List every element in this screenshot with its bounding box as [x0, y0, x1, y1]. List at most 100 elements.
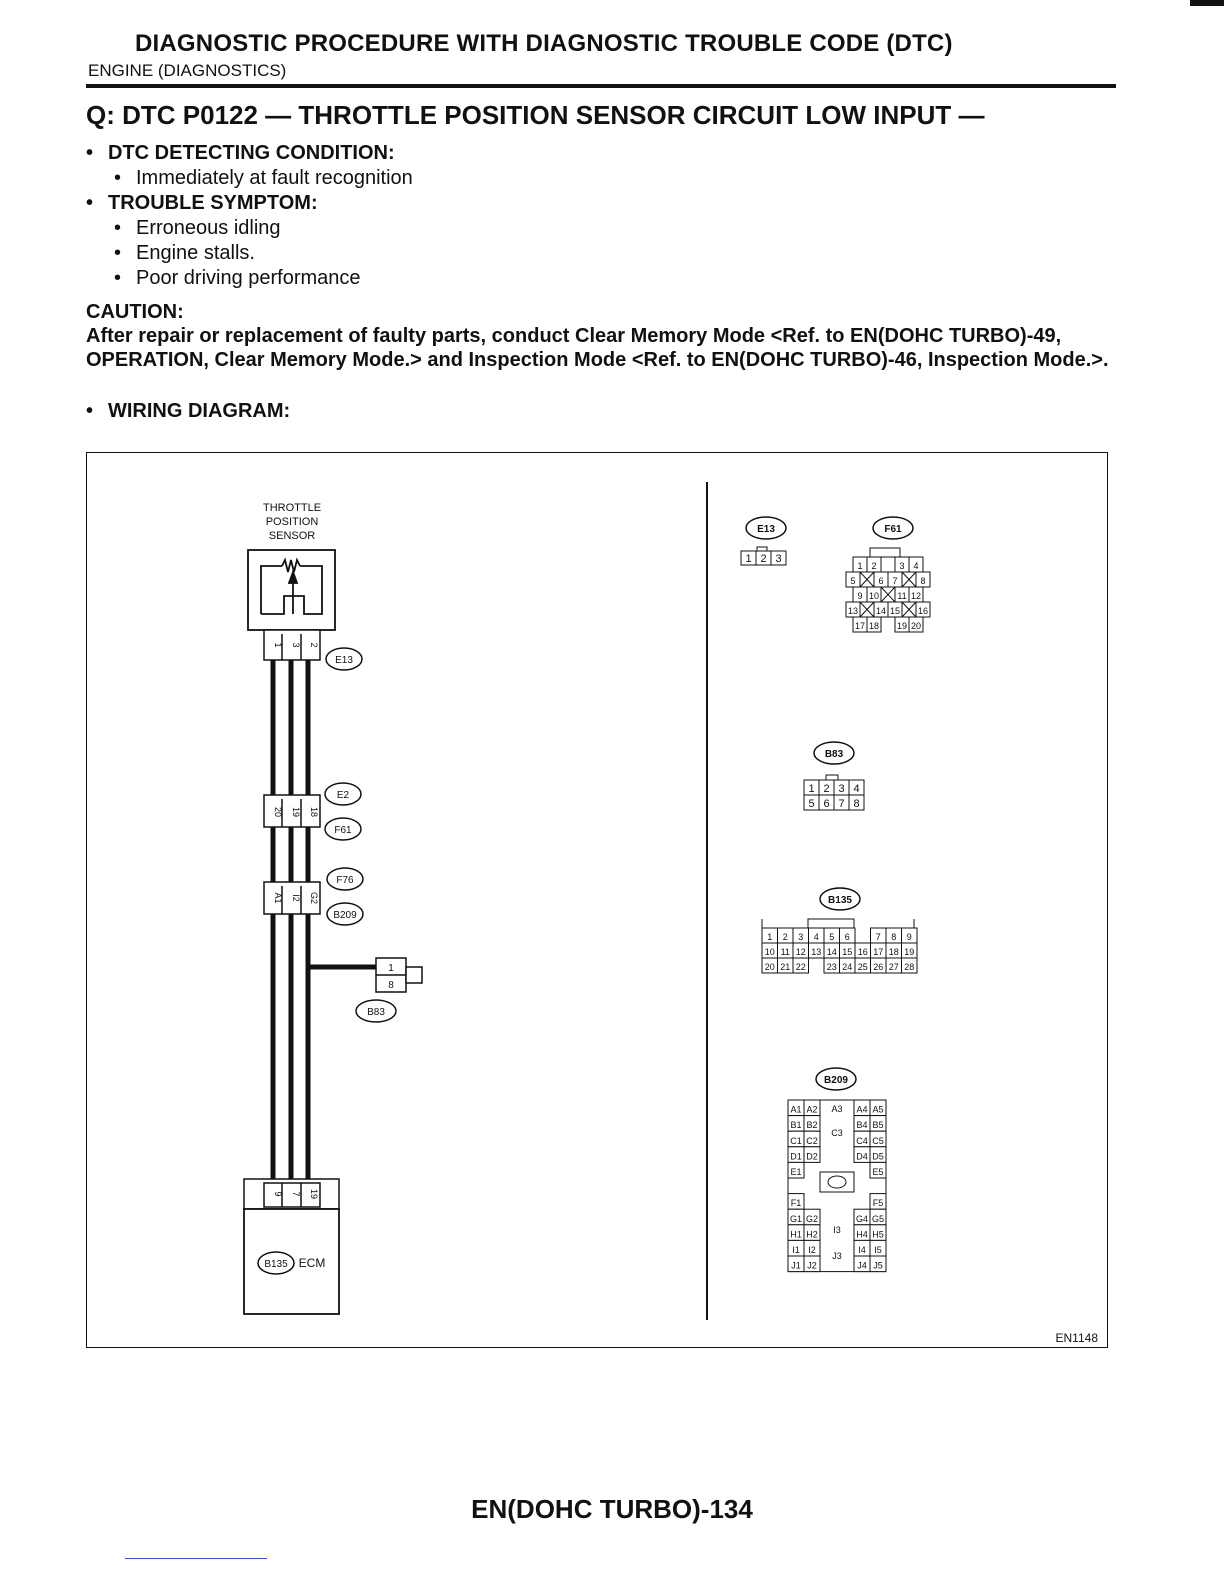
pin-label: 19 — [309, 1189, 319, 1199]
tag-f76 — [326, 867, 364, 891]
tag-e13-right — [745, 516, 787, 540]
pin-cell — [869, 1255, 887, 1273]
pin-number: 2 — [871, 561, 876, 571]
detecting-item: Immediately at fault recognition — [136, 167, 413, 189]
pin-number: 6 — [845, 932, 850, 942]
pin-number: 8 — [853, 798, 859, 810]
pin-label: 2 — [309, 642, 319, 647]
header-rule — [86, 84, 1116, 88]
pin-number: G1 — [790, 1214, 802, 1224]
pin-cell — [803, 1255, 821, 1273]
joint-e2-f61-block — [263, 794, 321, 828]
pin-number: 17 — [873, 947, 883, 957]
pin-number: 4 — [853, 783, 859, 795]
tag-text: B83 — [825, 749, 844, 760]
pin-number: 14 — [876, 606, 886, 616]
sensor-label-line: THROTTLE — [263, 502, 321, 514]
tag-text: B135 — [264, 1259, 288, 1270]
pin-number: H2 — [806, 1229, 818, 1239]
b209-lock-tab — [819, 1171, 855, 1193]
blank-pin-cross — [859, 601, 875, 618]
pin-number: 13 — [848, 606, 858, 616]
pin-number: 24 — [842, 962, 852, 972]
pin-number: H1 — [790, 1229, 802, 1239]
tag-f61-right — [872, 516, 914, 540]
pin-number: E1 — [790, 1167, 801, 1177]
tag-text: E13 — [335, 655, 353, 666]
pin-number: 1 — [767, 932, 772, 942]
sensor-label-line: POSITION — [266, 516, 319, 528]
pin-number: I2 — [808, 1245, 816, 1255]
pin-number: 16 — [858, 947, 868, 957]
b209-lock-hole — [827, 1175, 847, 1189]
wiring-label-text: WIRING DIAGRAM: — [108, 400, 291, 422]
bullet: • — [86, 400, 94, 422]
pin-number: 18 — [889, 947, 899, 957]
tag-text: F61 — [334, 825, 352, 836]
pin-number: 21 — [780, 962, 790, 972]
tag-f61-left — [324, 817, 362, 841]
pin-number: D1 — [790, 1151, 802, 1161]
pin-number: I5 — [874, 1245, 882, 1255]
symptom-item: Erroneous idling — [136, 217, 281, 239]
ecm-label: ECM — [299, 1256, 326, 1270]
bullet: • — [86, 142, 94, 164]
pin-number: A4 — [856, 1105, 867, 1115]
blank-pin-cross — [880, 586, 896, 603]
tag-text: F76 — [336, 875, 354, 886]
pin-cell — [901, 957, 918, 974]
bullet: • — [86, 192, 94, 214]
tag-text: F61 — [884, 524, 902, 535]
dtc-heading: Q: DTC P0122 — THROTTLE POSITION SENSOR … — [86, 100, 985, 130]
bullet: • — [114, 167, 122, 189]
tag-text: B209 — [824, 1075, 848, 1086]
pin-number: B2 — [806, 1120, 817, 1130]
pin-number: 23 — [827, 962, 837, 972]
pin-label: 20 — [273, 807, 283, 817]
pin-label: A1 — [273, 892, 283, 903]
pin-number: B1 — [790, 1120, 801, 1130]
pin-cell — [770, 550, 787, 566]
joint-f76-b209-block — [263, 881, 321, 915]
pin-number: 1 — [857, 561, 862, 571]
pin-label: G2 — [309, 892, 319, 904]
pin-number: 12 — [796, 947, 806, 957]
pin-cell — [869, 1161, 887, 1179]
pin-number: 7 — [876, 932, 881, 942]
pin-label: 7 — [291, 1191, 301, 1196]
pin-number: 19 — [897, 621, 907, 631]
pin-number: 1 — [745, 553, 751, 565]
bullet: • — [114, 267, 122, 289]
pin-cell — [803, 1146, 821, 1163]
connector-e13-block — [263, 629, 321, 661]
pin-number: 15 — [890, 606, 900, 616]
pin-number: J3 — [832, 1251, 842, 1261]
pin-number: I4 — [858, 1245, 866, 1255]
pin-number: 2 — [783, 932, 788, 942]
pin-number: 20 — [765, 962, 775, 972]
pin-label: 1 — [273, 642, 283, 647]
ecm-connector-block — [243, 1178, 340, 1210]
pin-number: 19 — [904, 947, 914, 957]
pin-number: J4 — [857, 1261, 867, 1271]
pin-label: 1 — [388, 963, 394, 974]
pin-number: D5 — [872, 1151, 884, 1161]
pin-number: 9 — [907, 932, 912, 942]
tag-text: E2 — [337, 790, 350, 801]
blank-pin-cross — [901, 601, 917, 618]
pin-cell — [908, 616, 924, 633]
wiring-diagram-label: • WIRING DIAGRAM: — [86, 400, 290, 423]
pin-cell — [866, 616, 882, 633]
pin-number: F5 — [873, 1198, 884, 1208]
pin-number: 11 — [781, 947, 790, 957]
pin-cell — [792, 957, 809, 974]
tag-text: B135 — [828, 895, 852, 906]
pin-number: 7 — [838, 798, 844, 810]
pin-number: 8 — [891, 932, 896, 942]
pin-number: 28 — [904, 962, 914, 972]
connector-b83-block — [375, 957, 423, 993]
blank-pin-cross — [901, 571, 917, 588]
pin-number: C1 — [790, 1136, 802, 1146]
pin-number: D2 — [806, 1151, 818, 1161]
